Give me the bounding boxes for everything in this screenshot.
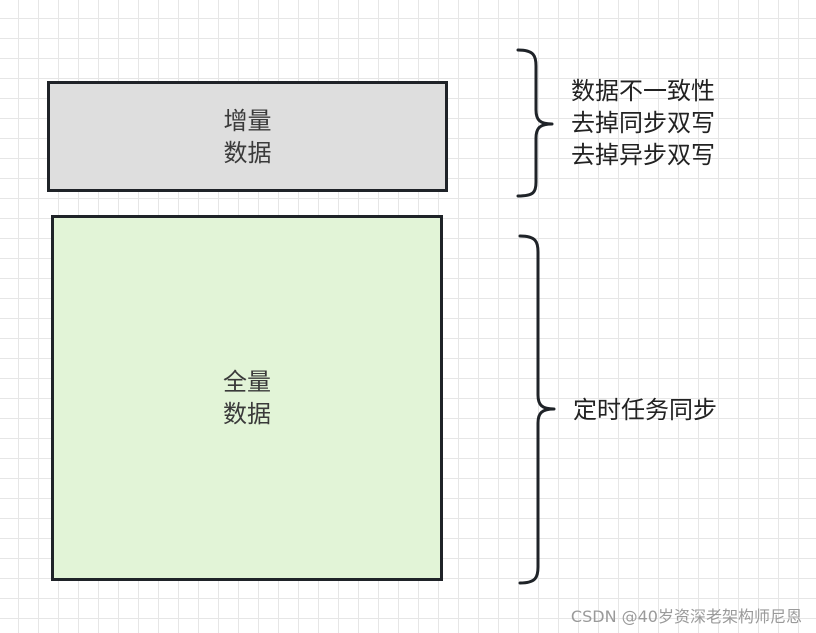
note-inconsistency: 数据不一致性 bbox=[571, 77, 715, 105]
full-label-line2: 数据 bbox=[223, 400, 271, 428]
note-remove-async-double-write: 去掉异步双写 bbox=[571, 141, 715, 169]
full-data-label: 全量 数据 bbox=[223, 366, 271, 430]
full-brace bbox=[518, 234, 556, 585]
incremental-label-line2: 数据 bbox=[223, 138, 272, 167]
full-data-box: 全量 数据 bbox=[51, 215, 443, 581]
full-label-line1: 全量 bbox=[223, 368, 271, 396]
incremental-data-label: 增量 数据 bbox=[224, 105, 272, 169]
note-remove-sync-double-write: 去掉同步双写 bbox=[571, 109, 715, 137]
incremental-brace bbox=[516, 48, 554, 198]
incremental-notes: 数据不一致性 去掉同步双写 去掉异步双写 bbox=[571, 75, 715, 171]
incremental-label-line1: 增量 bbox=[223, 106, 272, 135]
incremental-data-box: 增量 数据 bbox=[47, 81, 448, 192]
full-sync-note: 定时任务同步 bbox=[573, 396, 717, 424]
watermark: CSDN @40岁资深老架构师尼恩 bbox=[570, 607, 802, 626]
